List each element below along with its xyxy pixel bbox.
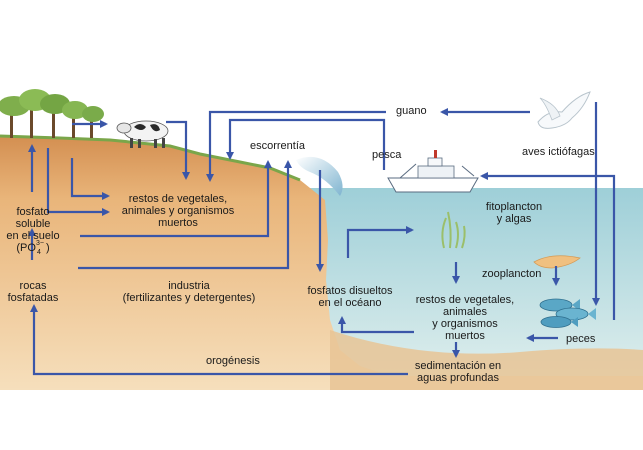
industry-label: industria (fertilizantes y detergentes) <box>122 280 256 304</box>
seabirds-label: aves ictiófagas <box>522 146 595 158</box>
fishing-label: pesca <box>372 149 402 161</box>
seabird-icon <box>537 91 591 129</box>
phytoplankton-label: fitoplancton y algas <box>485 201 543 225</box>
orogenesis-label: orogénesis <box>206 355 260 367</box>
flow-arrows <box>28 102 616 376</box>
algae-icon <box>441 211 466 249</box>
plankton-icon <box>533 255 581 269</box>
tree-icon <box>0 89 104 138</box>
marine-remains-label: restos de vegetales, animales y organism… <box>415 294 515 342</box>
seabed <box>330 330 643 390</box>
guano-label: guano <box>396 105 427 117</box>
land-remains-label: restos de vegetales, animales y organism… <box>121 193 235 229</box>
fish-label: peces <box>566 333 596 345</box>
fish-icon <box>539 298 596 328</box>
boat-icon <box>387 150 479 193</box>
runoff-label: escorrentía <box>250 140 306 152</box>
dissolved-phosphates-label: fosfatos disueltos en el océano <box>307 285 393 309</box>
cow-icon <box>116 120 169 148</box>
land-cliff <box>0 135 643 390</box>
phosphate-rocks-label: rocas fosfatadas <box>7 280 59 304</box>
sedimentation-label: sedimentación en aguas profundas <box>414 360 502 384</box>
zooplankton-label: zooplancton <box>482 268 542 280</box>
